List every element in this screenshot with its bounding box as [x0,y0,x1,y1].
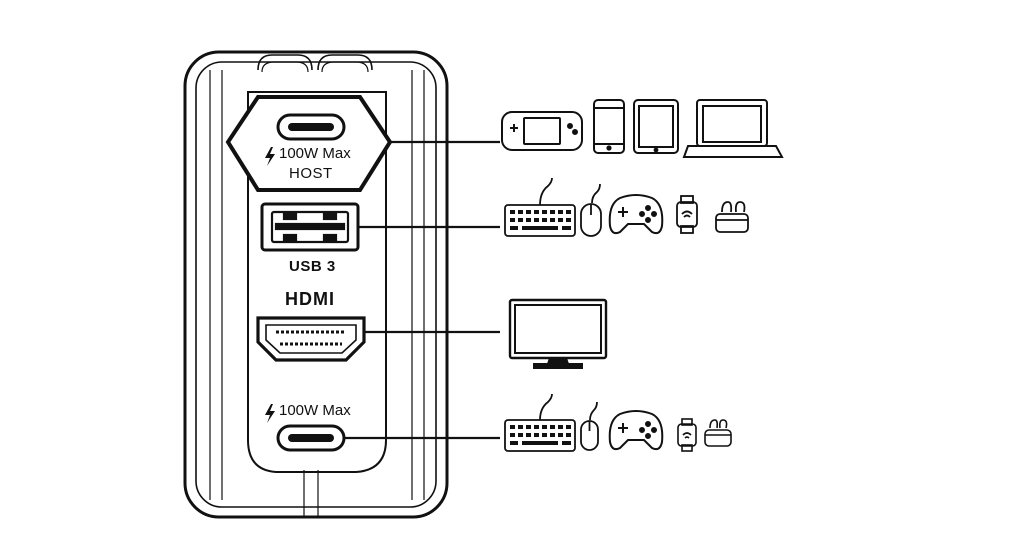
lightning-bolt-icon [265,147,275,166]
usbc-power-port [276,424,346,452]
lightning-bolt-icon [265,404,275,423]
earbuds-icon [715,201,749,233]
hdmi-logo: HDMI [285,289,335,309]
hdmi-port [256,316,366,362]
mouse-icon [580,401,599,451]
usb-a-port [260,202,360,252]
smartwatch-icon [677,418,697,452]
svg-text:HDMI: HDMI [285,289,335,309]
host-role-label: HOST [289,165,333,182]
keyboard-icon [504,393,576,452]
connection-lines [344,140,500,440]
keyboard-icon [504,177,576,237]
host-port-hexagon [225,95,393,192]
host-power-label: 100W Max [279,145,351,162]
usbc-power-label: 100W Max [279,402,351,419]
earbuds-icon [704,419,732,447]
laptop-icon [682,99,784,158]
handheld-console-icon [501,111,583,151]
monitor-icon [508,298,608,369]
gamepad-icon [608,410,664,451]
hub-body [183,50,449,519]
gamepad-icon [608,194,664,235]
tablet-icon [633,99,679,154]
usb3-label: USB 3 [289,258,336,275]
smartwatch-icon [676,195,698,234]
mouse-icon [580,183,602,237]
smartphone-icon [593,99,625,154]
